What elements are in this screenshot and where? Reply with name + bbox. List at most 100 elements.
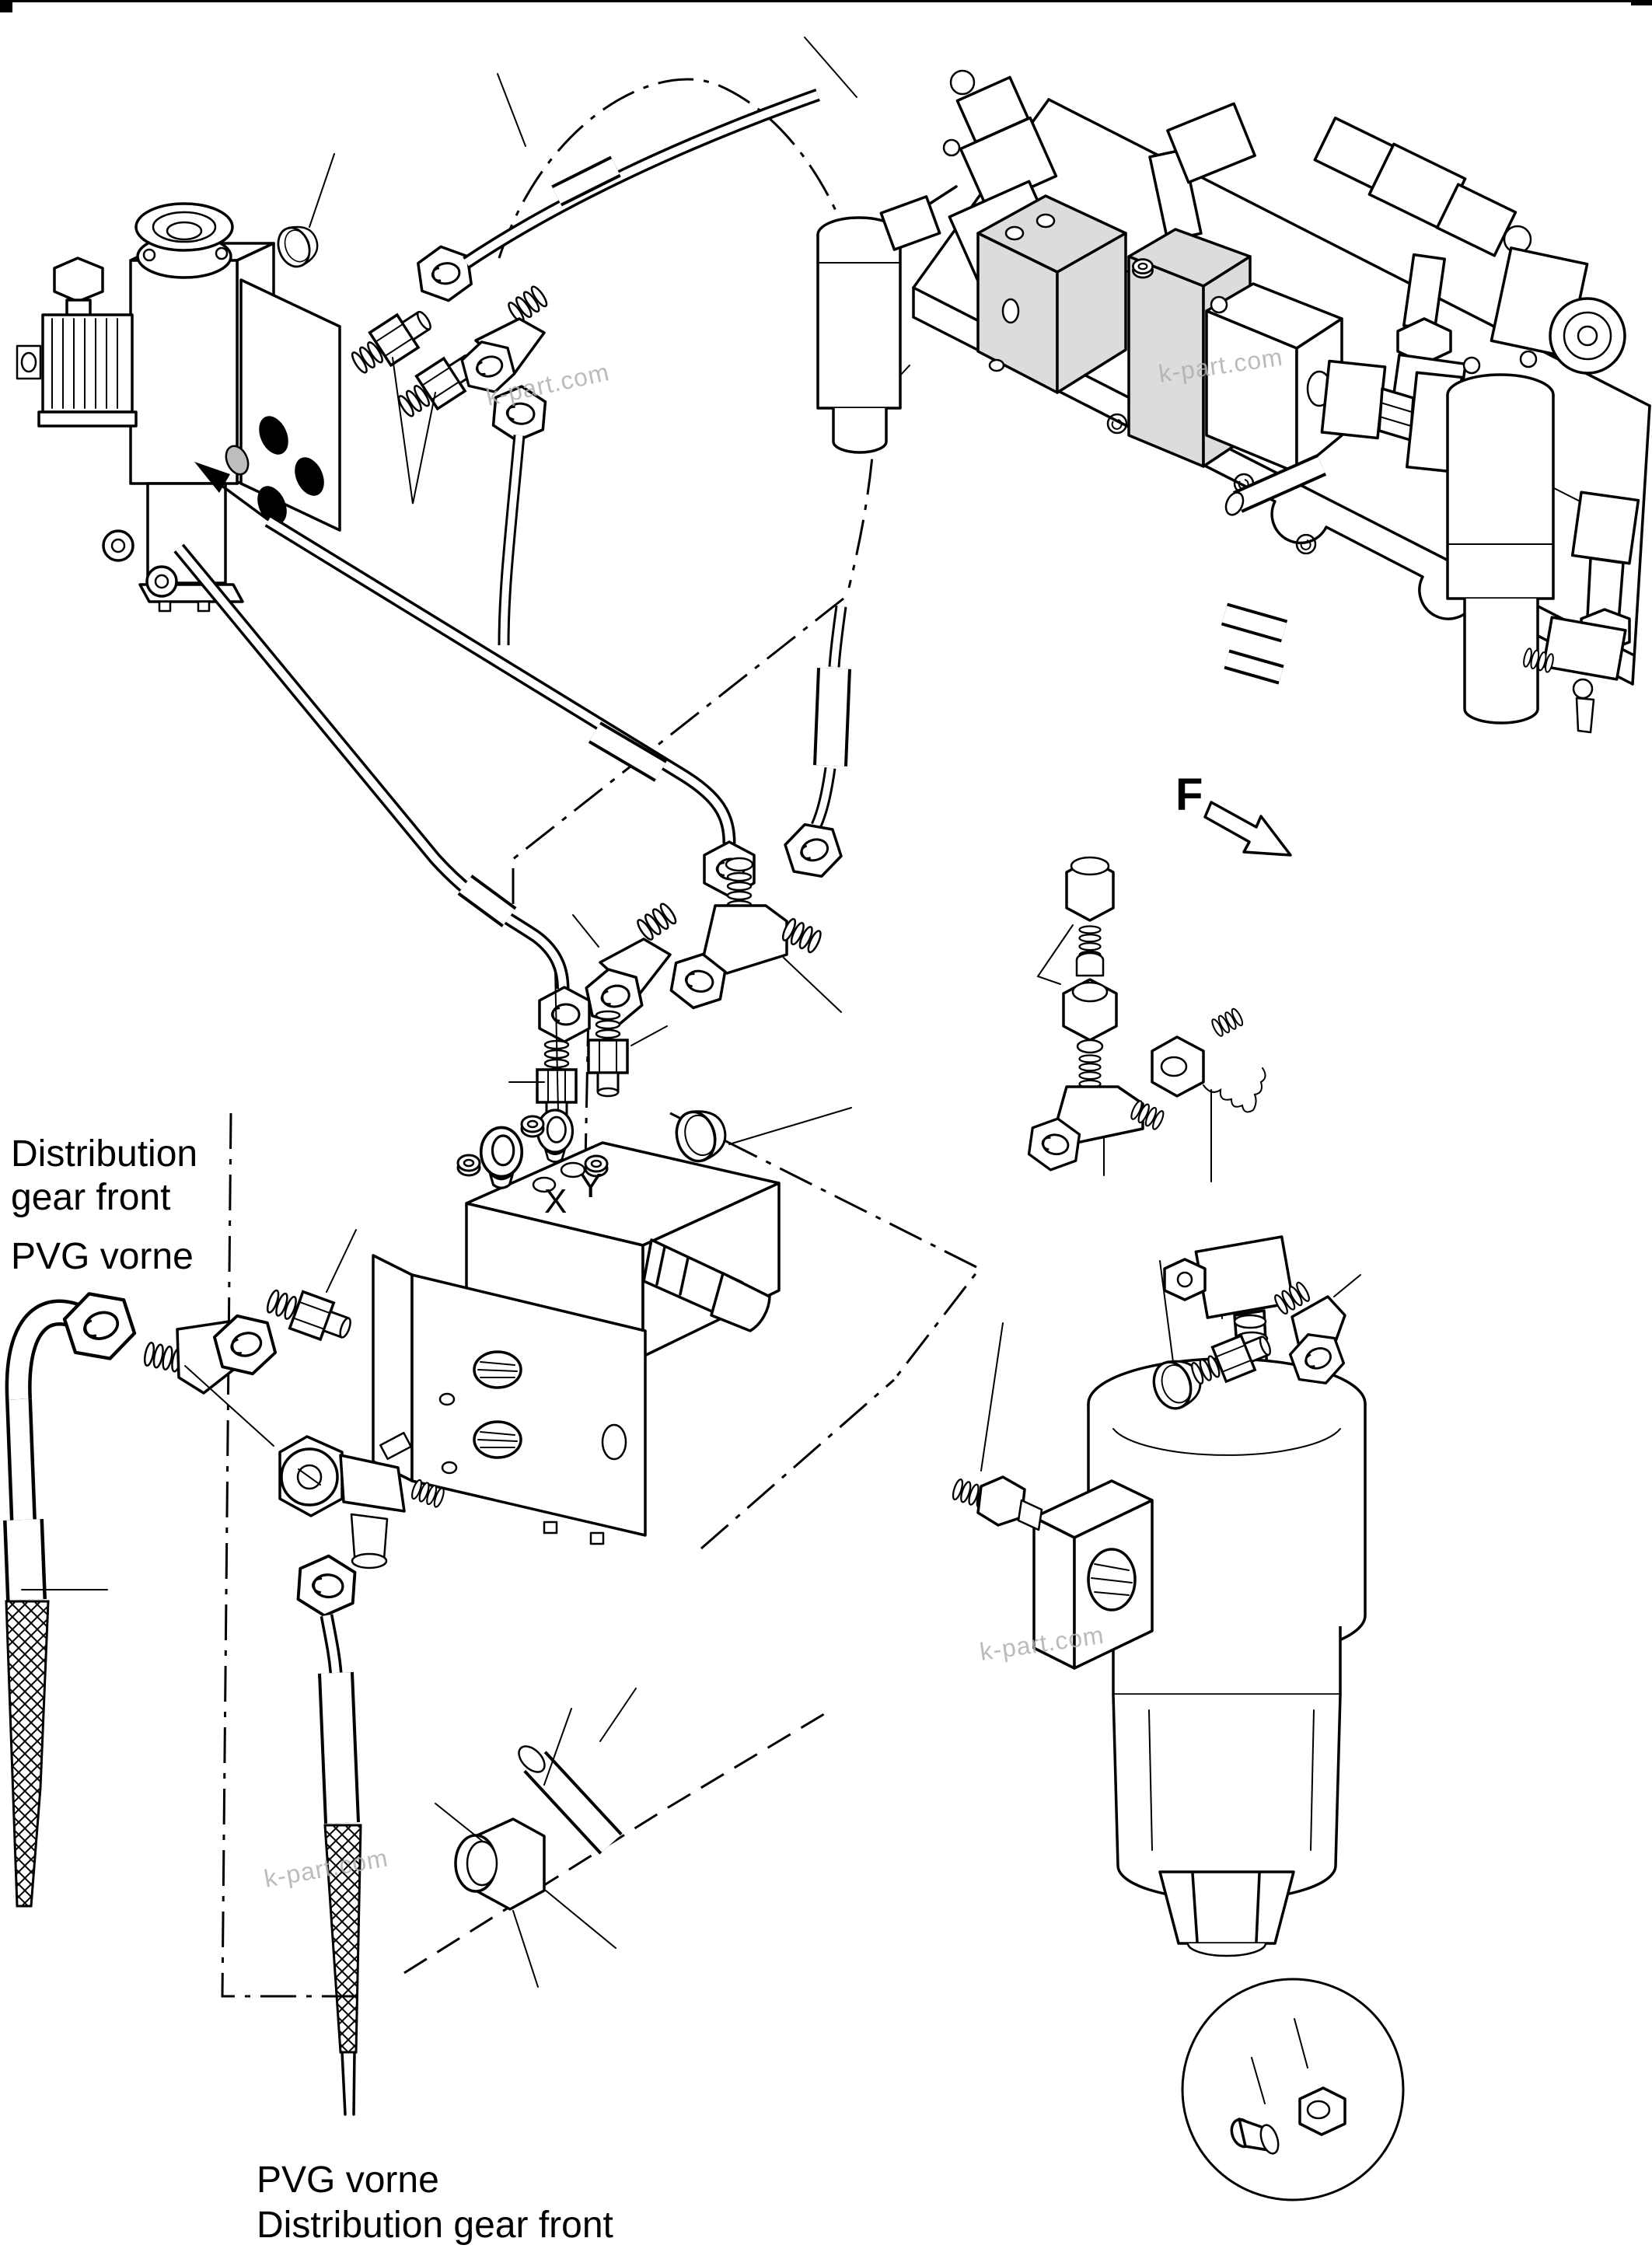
hose-upper-long	[264, 515, 736, 844]
plate-filter-part	[1463, 599, 1539, 724]
tee-fitting-part	[1078, 1054, 1102, 1089]
hose-lower-long-part	[176, 545, 567, 990]
hose-end-nut	[780, 815, 847, 885]
manifold-plate-assembly: F	[816, 69, 1651, 857]
side-cartridge-plug-part	[679, 1256, 690, 1296]
bottom-fitting-block-part	[1572, 678, 1594, 700]
lifting-eye	[479, 1126, 524, 1190]
threaded-hole-part	[477, 1439, 518, 1442]
bowl-drain-hex-part	[1255, 1872, 1261, 1943]
bracket-threaded-hole-part	[1094, 1591, 1130, 1596]
plug-with-chain	[1151, 1007, 1266, 1113]
pilot-valve-assembly	[16, 202, 341, 613]
detail-circle-part	[1181, 1978, 1405, 2201]
port-hole	[259, 416, 288, 455]
side-cartridge-plug	[642, 1238, 771, 1332]
pilot-valve-assembly-part	[65, 299, 92, 317]
bottom-fitting-block	[1521, 616, 1627, 734]
tee-fitting-part	[725, 857, 754, 872]
view-f-callout: F	[1175, 770, 1292, 857]
solenoid-coil-part	[37, 410, 138, 428]
test-point-fitting-part	[350, 1513, 389, 1561]
hex-plug	[669, 1103, 732, 1167]
bottom-hose-assembly-part	[323, 1615, 340, 1674]
threaded-hole-part	[480, 1361, 515, 1366]
hose-right-drop-part	[816, 668, 848, 766]
threaded-hole	[473, 1350, 522, 1389]
loose-elbow-fitting-part	[634, 900, 679, 943]
leader-line	[512, 1910, 539, 1988]
tee-fitting	[667, 857, 824, 1014]
left-label-line1: Distribution	[11, 1133, 197, 1175]
hose-bend-part	[9, 1303, 78, 1400]
test-point-fitting-part	[379, 1431, 412, 1461]
block-inlet-fittings	[141, 1229, 447, 1619]
bracket-inlet-fitting	[950, 1475, 1043, 1531]
plate-filter-part	[1462, 356, 1481, 375]
leader-line	[497, 73, 526, 147]
pilot-valve-assembly-part	[215, 246, 229, 260]
valve-lower-body	[102, 482, 244, 613]
tee-fitting	[1025, 1039, 1167, 1175]
leader-line	[630, 1025, 668, 1046]
filter-port-fittings	[1147, 1280, 1350, 1415]
hose-top-part	[464, 91, 819, 267]
screw-plug-fitting	[271, 219, 324, 273]
detail-circle-part	[1294, 2018, 1308, 2069]
elbow-fitting	[457, 283, 550, 400]
mounting-plate-part	[1631, 404, 1651, 686]
threaded-hole	[473, 1420, 522, 1459]
routing-bottom-diagonal	[403, 1713, 825, 1974]
valve-block-assembly: X Y	[372, 1103, 852, 1545]
ferrule	[1075, 951, 1105, 977]
manifold-block-shaded-part	[988, 358, 1005, 372]
small-filter-part	[832, 408, 888, 454]
side-port	[601, 1423, 627, 1461]
block-lower-part	[543, 1521, 558, 1535]
straight-tube-part	[526, 1753, 620, 1852]
bowl-drain-hex-part	[1158, 1870, 1295, 1945]
leader-line	[1333, 1274, 1361, 1297]
leader-line	[545, 1890, 616, 1949]
long-hoses	[173, 515, 851, 1043]
assembly-arrow-icon-part	[213, 479, 269, 521]
leader-line	[1159, 1260, 1174, 1363]
plate-filter	[1446, 350, 1555, 724]
small-filter	[816, 185, 958, 454]
pump-unit-part	[1577, 325, 1598, 347]
bottom-label-line2: Distribution gear front	[257, 2205, 613, 2246]
routing-arc	[498, 78, 877, 588]
assembly-arrow-icon	[194, 462, 269, 521]
hex-plug-fitting-part	[466, 1840, 498, 1887]
spool-pin-part	[1234, 456, 1325, 511]
detail-circle-part	[1251, 2057, 1266, 2104]
detail-nut	[1298, 2086, 1346, 2136]
bowl-drain-hex-part	[1191, 1872, 1199, 1943]
valve-lower-body-part	[154, 574, 169, 589]
pilot-valve-assembly-part	[166, 221, 203, 241]
port-hole	[257, 486, 287, 525]
side-cartridge-plug-part	[655, 1245, 666, 1286]
plate-filter-part	[1446, 395, 1555, 600]
leader-v	[1036, 924, 1074, 985]
hose-end-nut	[538, 986, 591, 1043]
block-lower-part	[410, 1273, 647, 1537]
leader-line	[980, 1322, 1004, 1472]
return-filter-assembly	[950, 1235, 1405, 2201]
hose-right-drop	[811, 606, 851, 828]
hose-right-drop-part	[830, 606, 845, 668]
filter-bowl-part	[1310, 1709, 1315, 1851]
hose-right-drop-part	[812, 767, 834, 827]
hose-braid	[5, 1600, 50, 1908]
mid-solenoid-block-part	[1378, 387, 1415, 442]
left-hose-assembly	[3, 1284, 140, 1908]
hose-upper-long-part	[589, 724, 666, 780]
ferrule-part	[1075, 960, 1105, 977]
left-hose-assembly-part	[9, 1398, 33, 1523]
hose-end-nut	[414, 242, 475, 306]
bottom-hose-assembly-part	[321, 1672, 357, 1824]
union-fitting	[263, 1282, 356, 1347]
hose-lower-long-part	[459, 877, 515, 925]
tube-and-plug-cluster	[435, 1688, 637, 1988]
plate-filter-part	[1519, 350, 1538, 368]
